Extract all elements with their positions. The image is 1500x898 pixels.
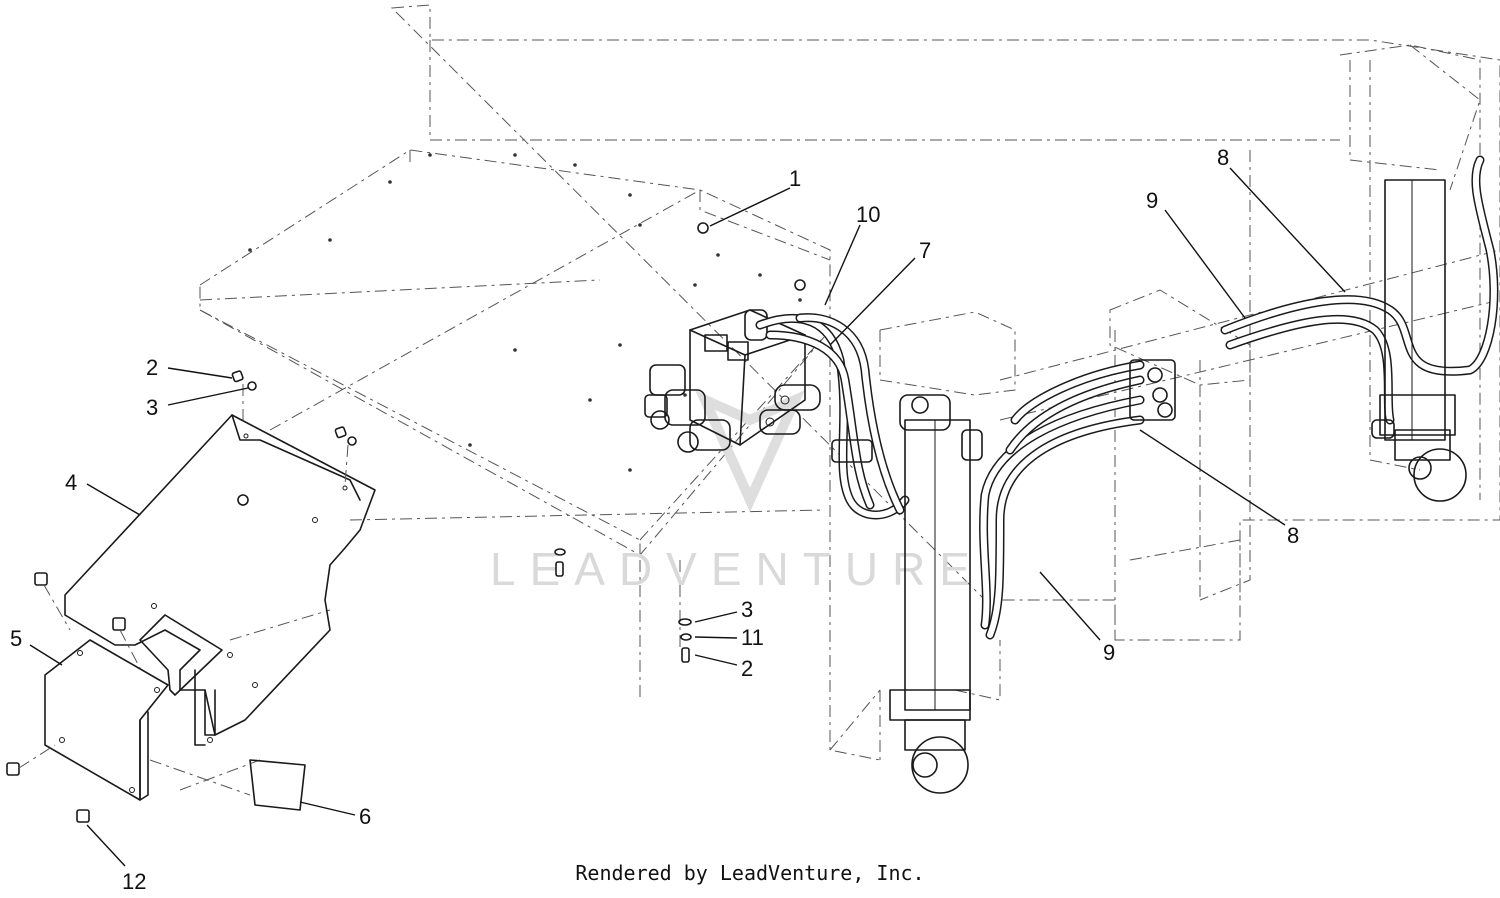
callout-10: 10	[856, 202, 880, 227]
cover-bracket	[64, 414, 376, 746]
callout-labels: 1 10 7 8 9 2 3 4 5 8 3 11 2 9 6 12	[10, 145, 1299, 894]
fasteners	[6, 370, 357, 823]
callout-2-left: 2	[146, 355, 158, 380]
hydraulic-cylinder-right	[1371, 179, 1467, 502]
callout-8-bottom: 8	[1287, 523, 1299, 548]
callout-2-right: 2	[741, 656, 753, 681]
callout-12: 12	[122, 869, 146, 894]
callout-8-top: 8	[1217, 145, 1229, 170]
callout-7: 7	[919, 238, 931, 263]
bolt-item-1	[697, 222, 806, 291]
callout-4: 4	[65, 470, 77, 495]
hydraulic-hoses	[755, 155, 1499, 640]
control-valve	[644, 309, 821, 453]
callout-3-left: 3	[146, 395, 158, 420]
callout-3-right: 3	[741, 597, 753, 622]
hardware-stack-right	[554, 548, 692, 663]
watermark: LEADVENTURE	[490, 390, 984, 595]
callout-leaders	[29, 167, 1346, 867]
callout-9-top: 9	[1146, 188, 1158, 213]
callout-6: 6	[359, 804, 371, 829]
callout-1: 1	[789, 166, 801, 191]
decal	[249, 759, 306, 811]
render-credit: Rendered by LeadVenture, Inc.	[575, 861, 925, 885]
frame-phantom	[149, 4, 1500, 796]
callout-9-bottom: 9	[1103, 640, 1115, 665]
watermark-text: LEADVENTURE	[490, 543, 984, 595]
mounting-plate	[199, 149, 831, 556]
hydraulic-cylinder-left	[889, 394, 983, 794]
callout-5: 5	[10, 626, 22, 651]
small-cover	[44, 639, 169, 801]
callout-11: 11	[741, 625, 764, 650]
